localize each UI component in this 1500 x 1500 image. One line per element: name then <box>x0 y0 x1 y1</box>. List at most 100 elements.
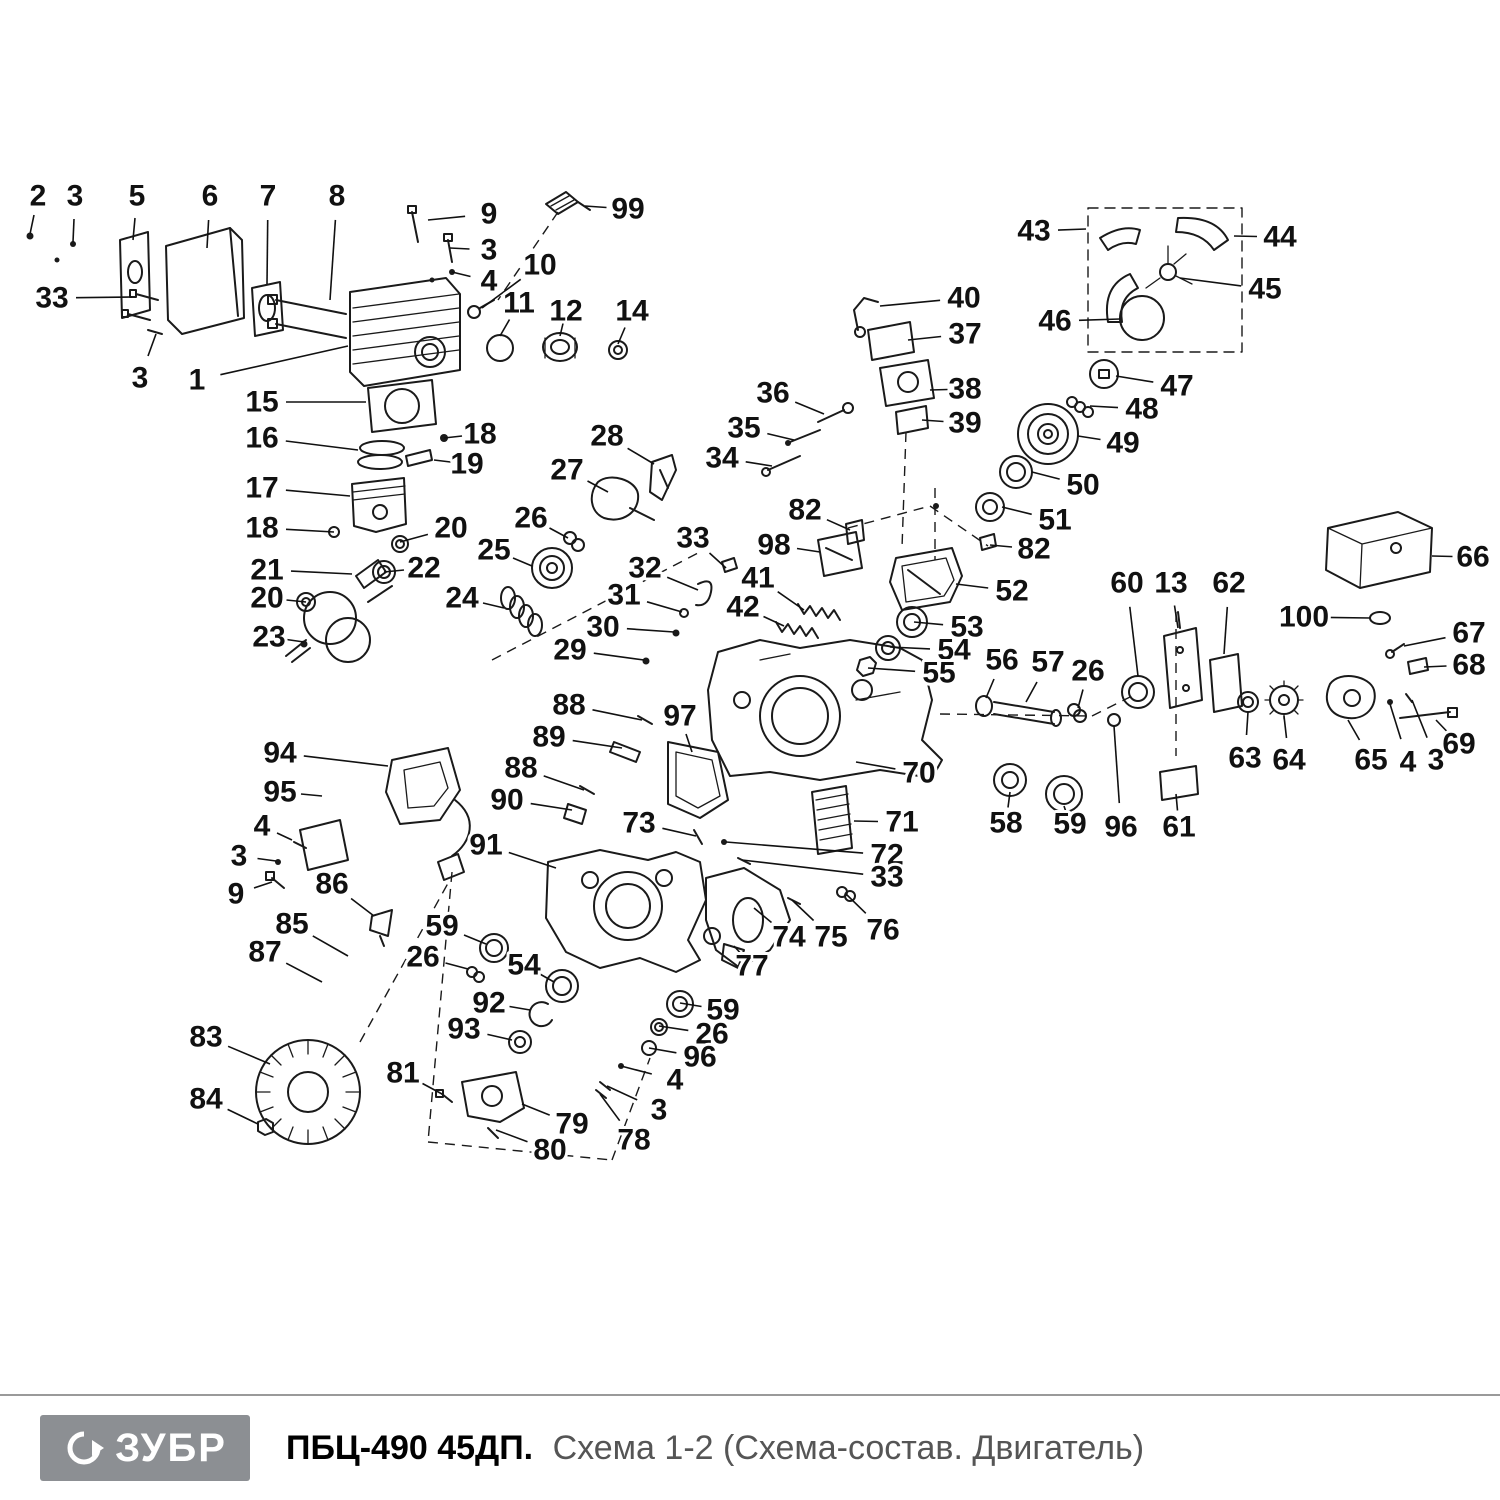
leader-line <box>626 627 675 633</box>
part-number-26: 26 <box>406 941 439 974</box>
leader-line <box>867 667 916 673</box>
leader-line <box>1403 636 1446 647</box>
leader-line <box>445 962 469 970</box>
part-number-19: 19 <box>450 448 483 481</box>
starter-plate <box>461 1071 525 1123</box>
leader-line <box>487 1033 513 1041</box>
part-number-1: 1 <box>189 364 206 397</box>
part-number-88: 88 <box>552 689 585 722</box>
leader-line <box>620 1065 653 1075</box>
ignition-coil <box>385 747 471 881</box>
leader-line <box>508 851 557 869</box>
crankcase-half <box>545 849 707 973</box>
part-number-14: 14 <box>615 295 649 328</box>
part-number-51: 51 <box>1038 504 1071 537</box>
part-number-43: 43 <box>1017 215 1050 248</box>
part-number-46: 46 <box>1038 305 1071 338</box>
leader-line <box>592 709 643 721</box>
schema-caption: ПБЦ-490 45ДП. Схема 1-2 (Схема-состав. Д… <box>286 1429 1144 1468</box>
leader-line <box>587 480 609 493</box>
muffler-gasket <box>119 231 151 319</box>
gasket-97 <box>667 741 729 819</box>
leader-line <box>777 591 805 611</box>
leader-line <box>443 435 463 439</box>
part-number-96: 96 <box>683 1041 716 1074</box>
bearings-53-55 <box>856 606 928 677</box>
crank-bearings <box>975 455 1033 522</box>
leader-line <box>1057 228 1087 231</box>
leader-line <box>383 569 405 573</box>
leader-line <box>75 296 133 299</box>
part-number-59: 59 <box>1053 808 1086 841</box>
leader-line <box>206 219 210 249</box>
flywheel-nut <box>257 1118 274 1136</box>
part-number-75: 75 <box>814 921 847 954</box>
leader-line <box>725 841 864 854</box>
part-number-2: 2 <box>30 180 47 213</box>
part-number-4: 4 <box>481 265 498 298</box>
piston-rings <box>357 434 448 470</box>
part-number-5: 5 <box>129 180 146 213</box>
leader-line <box>29 214 35 235</box>
part-number-36: 36 <box>756 377 789 410</box>
part-number-83: 83 <box>189 1021 222 1054</box>
leader-line <box>572 739 623 749</box>
leader-line <box>855 761 896 770</box>
part-number-99: 99 <box>611 193 644 226</box>
part-number-16: 16 <box>245 422 278 455</box>
part-number-54: 54 <box>937 634 971 667</box>
handle-tube <box>975 695 1087 727</box>
leader-line <box>1435 719 1449 733</box>
spark-plug <box>545 191 591 215</box>
carburetor-group <box>867 321 935 435</box>
cylinder <box>349 277 461 387</box>
leader-line <box>1389 703 1402 740</box>
leader-line <box>1078 318 1121 322</box>
part-number-61: 61 <box>1162 811 1195 844</box>
leader-line <box>666 576 699 591</box>
footer-divider <box>0 1394 1500 1396</box>
part-number-90: 90 <box>490 784 523 817</box>
leader-line <box>599 1093 621 1122</box>
part-number-26: 26 <box>1071 655 1104 688</box>
schema-subtitle: Схема 1-2 (Схема-состав. Двигатель) <box>552 1428 1145 1467</box>
springs-41-42 <box>775 603 841 639</box>
part-number-3: 3 <box>1428 744 1445 777</box>
part-number-57: 57 <box>1031 646 1064 679</box>
small-parts-right <box>1369 611 1429 675</box>
leader-line <box>1283 715 1288 739</box>
leader-line <box>538 972 555 983</box>
part-number-72: 72 <box>870 839 903 872</box>
leader-line <box>955 583 989 589</box>
part-number-67: 67 <box>1452 617 1485 650</box>
leader-line <box>227 1045 271 1065</box>
piston-pin <box>405 449 433 467</box>
part-number-52: 52 <box>995 575 1028 608</box>
leader-line <box>741 859 864 875</box>
part-number-55: 55 <box>922 657 955 690</box>
leader-line <box>509 1005 531 1011</box>
part-number-37: 37 <box>948 318 981 351</box>
part-number-93: 93 <box>447 1013 480 1046</box>
leader-line <box>929 388 948 391</box>
leader-line <box>889 646 931 650</box>
leader-line <box>227 1108 259 1125</box>
leader-line <box>617 327 626 345</box>
part-number-94: 94 <box>263 737 297 770</box>
part-number-9: 9 <box>228 878 245 911</box>
leader-line <box>1175 793 1179 811</box>
starter-washer-spring <box>1066 359 1119 418</box>
part-number-15: 15 <box>245 386 278 419</box>
leader-line <box>1173 605 1179 629</box>
leader-line <box>879 299 941 307</box>
exploded-drawing <box>26 191 1458 1161</box>
part-number-98: 98 <box>757 529 790 562</box>
construction-lines <box>359 211 1177 1161</box>
leader-line <box>559 323 564 337</box>
leader-line <box>543 775 585 791</box>
leader-line <box>1077 689 1084 709</box>
part-number-26: 26 <box>514 502 547 535</box>
leader-line <box>662 827 697 837</box>
part-number-4: 4 <box>667 1064 684 1097</box>
